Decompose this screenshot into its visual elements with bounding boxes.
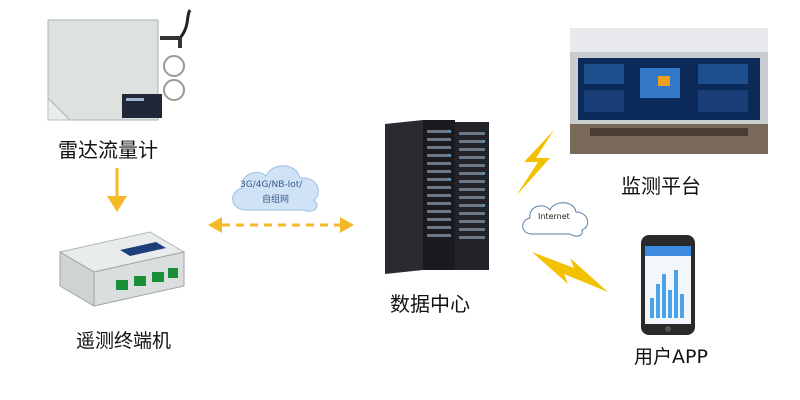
internet-cloud: Internet bbox=[518, 196, 592, 240]
monitoring-platform-label: 监测平台 bbox=[621, 174, 701, 198]
telemetry-terminal-label: 遥测终端机 bbox=[76, 330, 172, 352]
radar-flow-meter-image bbox=[40, 8, 200, 126]
network-cloud-line2: 自组网 bbox=[262, 195, 290, 205]
network-cloud-line1: 3G/4G/NB-Iot/ bbox=[240, 180, 303, 190]
telemetry-terminal-icon bbox=[58, 231, 186, 307]
phone-app-icon bbox=[641, 235, 695, 335]
down-arrow bbox=[107, 168, 127, 212]
lightning-icon bbox=[532, 252, 608, 292]
monitor-screen-icon bbox=[570, 28, 768, 154]
data-center-image bbox=[383, 118, 493, 278]
user-app-label: 用户APP bbox=[634, 346, 708, 368]
network-cloud: 3G/4G/NB-Iot/ 自组网 bbox=[226, 156, 326, 218]
data-center-label: 数据中心 bbox=[390, 292, 470, 316]
server-rack-icon bbox=[385, 120, 489, 274]
monitoring-platform-image bbox=[570, 28, 768, 154]
lightning-icon bbox=[516, 130, 554, 196]
radar-device-icon bbox=[47, 9, 192, 121]
bidirectional-link-arrow bbox=[208, 217, 354, 233]
radar-flow-meter-label: 雷达流量计 bbox=[58, 138, 158, 162]
internet-cloud-label: Internet bbox=[538, 212, 570, 221]
telemetry-terminal-image bbox=[50, 222, 190, 314]
phone-image bbox=[640, 234, 696, 336]
